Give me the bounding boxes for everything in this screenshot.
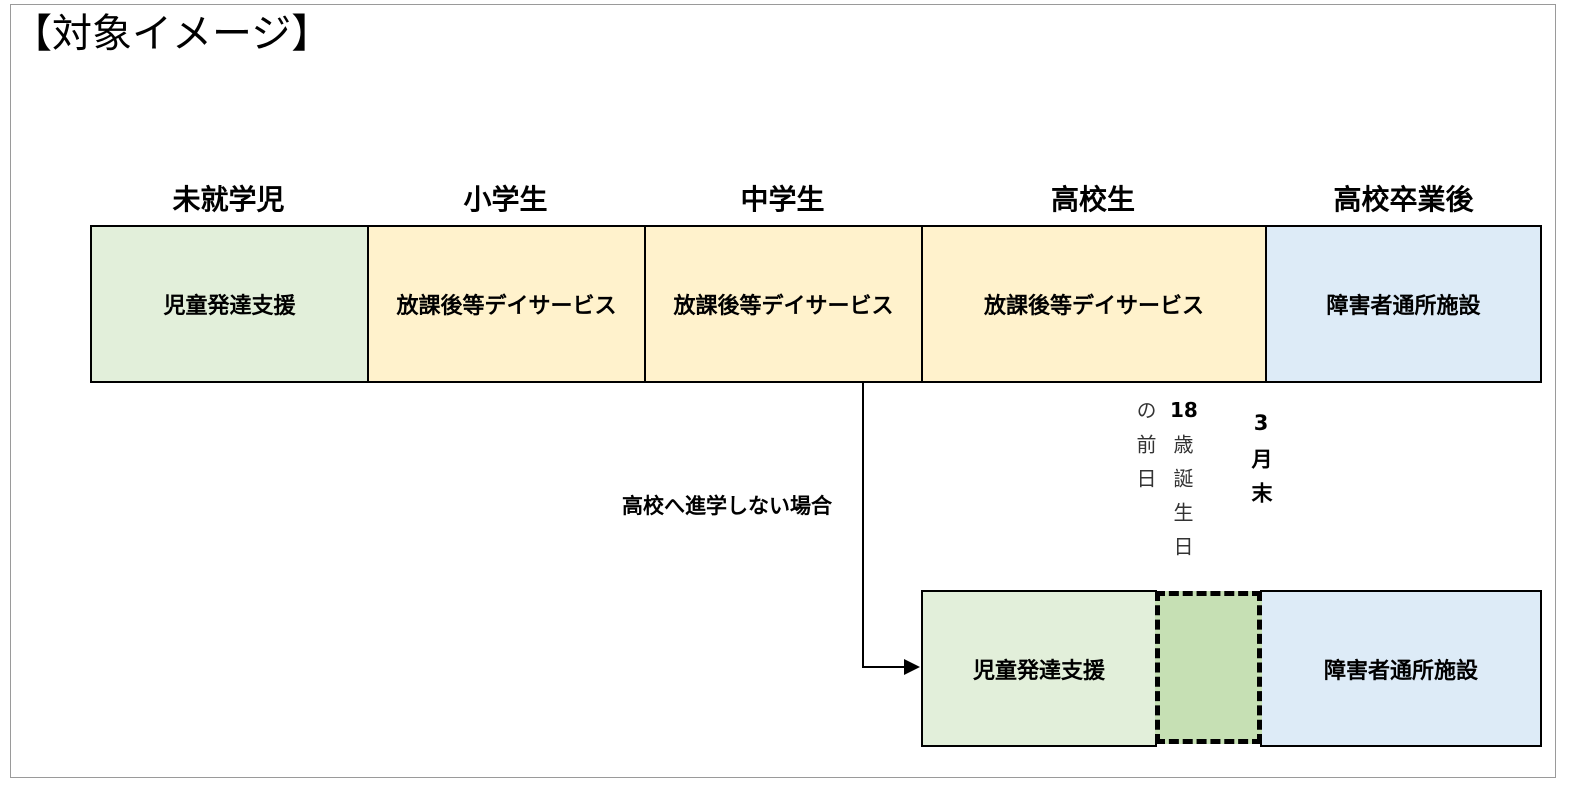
annotation-18th-birthday: 歳誕生日 [1170, 434, 1194, 570]
transition-period-box [1155, 591, 1262, 744]
diagram-frame [10, 4, 1556, 778]
service-box-after-school-junior-high: 放課後等デイサービス [644, 225, 923, 383]
service-box-after-school-elementary: 放課後等デイサービス [367, 225, 646, 383]
annotation-day-before: の前日 [1133, 400, 1157, 502]
service-box-label: 放課後等デイサービス [673, 294, 894, 319]
service-box-label: 障害者通所施設 [1323, 658, 1478, 684]
stage-label-elementary: 小学生 [463, 183, 548, 216]
annotation-18-number: 18 [1170, 398, 1198, 422]
annotation-end-of-march: 3月末 [1249, 411, 1273, 516]
service-box-adult-facility: 障害者通所施設 [1265, 225, 1542, 383]
service-box-child-development: 児童発達支援 [90, 225, 369, 383]
service-box-label: 児童発達支援 [163, 294, 296, 319]
stage-label-preschool: 未就学児 [172, 183, 285, 216]
service-box-label: 障害者通所施設 [1326, 294, 1481, 319]
service-box-after-school-high-school: 放課後等デイサービス [921, 225, 1267, 383]
service-box-label: 児童発達支援 [972, 658, 1105, 684]
service-box-label: 放課後等デイサービス [983, 294, 1204, 319]
service-box-label: 放課後等デイサービス [396, 294, 617, 319]
stage-label-high-school: 高校生 [1050, 183, 1135, 216]
branch-box-adult-facility: 障害者通所施設 [1260, 590, 1542, 747]
branch-condition-label: 高校へ進学しない場合 [622, 494, 832, 518]
stage-label-junior-high: 中学生 [740, 183, 825, 216]
branch-box-child-development: 児童発達支援 [921, 590, 1157, 747]
diagram-title: 【対象イメージ】 [12, 11, 332, 57]
stage-label-after-graduation: 高校卒業後 [1333, 183, 1474, 216]
